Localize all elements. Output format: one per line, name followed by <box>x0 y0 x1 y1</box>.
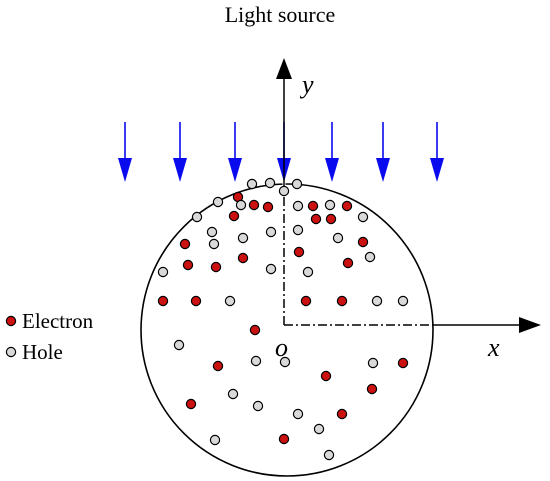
electron-dot <box>336 408 348 420</box>
hole-dot <box>227 388 239 400</box>
hole-dot <box>302 266 314 278</box>
hole-dot <box>191 211 203 223</box>
x-axis-label: x <box>488 333 500 362</box>
light-source-label: Light source <box>224 2 336 27</box>
electron-dot <box>179 238 191 250</box>
electron-dot <box>262 201 274 213</box>
electron-dot <box>307 200 319 212</box>
light-arrow <box>173 122 187 182</box>
hole-dot <box>279 356 291 368</box>
electron-dot <box>342 257 354 269</box>
hole-dot <box>371 295 383 307</box>
hole-dot <box>209 434 221 446</box>
hole-dot <box>237 232 249 244</box>
electron-dot <box>157 295 169 307</box>
hole-dot <box>364 251 376 263</box>
electron-dot <box>397 357 409 369</box>
hole-dot <box>264 177 276 189</box>
legend-electron: Electron <box>22 309 93 334</box>
electron-dot <box>249 324 261 336</box>
light-arrow <box>325 122 339 182</box>
legend-electron-label: Electron <box>22 309 94 333</box>
hole-dot <box>292 224 304 236</box>
hole-dot <box>367 357 379 369</box>
hole-dot <box>250 355 262 367</box>
origin-label: o <box>275 333 288 362</box>
electron-dot <box>248 199 260 211</box>
electron-dot <box>336 295 348 307</box>
electron-dot <box>293 246 305 258</box>
electron-dot <box>310 213 322 225</box>
legend-hole-label: Hole <box>22 340 63 364</box>
hole-dot <box>224 295 236 307</box>
particles <box>157 177 409 461</box>
light-arrow <box>376 122 390 182</box>
legend-hole: Hole <box>22 340 63 365</box>
electron-dot <box>341 200 353 212</box>
light-arrow <box>228 122 242 182</box>
electron-dot <box>357 236 369 248</box>
hole-dot <box>235 199 247 211</box>
light-arrow <box>430 122 444 182</box>
x-axis-arrowhead <box>519 317 541 333</box>
electron-dot <box>278 433 290 445</box>
electron-dot <box>182 259 194 271</box>
hole-dot <box>265 263 277 275</box>
legend-electron-dot <box>5 315 17 327</box>
hole-dot <box>323 449 335 461</box>
electron-dot <box>366 383 378 395</box>
hole-dot <box>265 226 277 238</box>
hole-dot <box>292 408 304 420</box>
hole-dot <box>292 200 304 212</box>
electron-dot <box>320 370 332 382</box>
hole-dot <box>212 196 224 208</box>
electron-dot <box>325 213 337 225</box>
hole-dot <box>332 232 344 244</box>
electron-dot <box>212 360 224 372</box>
hole-dot <box>313 423 325 435</box>
electron-dot <box>190 295 202 307</box>
hole-dot <box>324 199 336 211</box>
particle-circle <box>140 183 434 477</box>
electron-dot <box>185 398 197 410</box>
legend-hole-dot <box>5 346 17 358</box>
hole-dot <box>206 226 218 238</box>
electron-dot <box>300 295 312 307</box>
hole-dot <box>278 185 290 197</box>
hole-dot <box>252 400 264 412</box>
hole-dot <box>208 238 220 250</box>
light-arrow <box>118 122 132 182</box>
electron-dot <box>228 210 240 222</box>
hole-dot <box>173 339 185 351</box>
hole-dot <box>397 295 409 307</box>
y-axis-arrowhead <box>276 58 292 79</box>
hole-dot <box>357 211 369 223</box>
y-axis-label: y <box>302 70 314 99</box>
hole-dot <box>246 178 258 190</box>
hole-dot <box>291 178 303 190</box>
hole-dot <box>157 266 169 278</box>
electron-dot <box>237 252 249 264</box>
electron-dot <box>210 261 222 273</box>
light-arrows <box>118 122 444 182</box>
